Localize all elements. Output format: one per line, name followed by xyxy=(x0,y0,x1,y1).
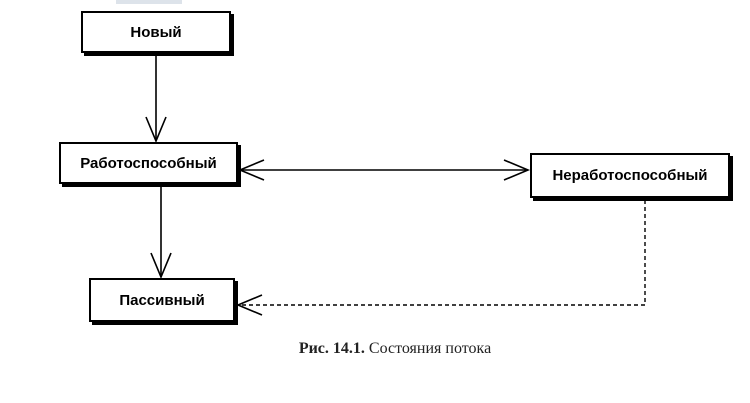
edge-runnable-to-passive xyxy=(150,185,172,280)
figure-number: Рис. 14.1. xyxy=(298,340,365,357)
figure-caption: Рис. 14.1. Состояния потока xyxy=(0,340,750,358)
edge-new-to-runnable xyxy=(145,53,167,144)
state-blocked-label: Неработоспособный xyxy=(552,167,708,184)
state-new-label: Новый xyxy=(130,23,182,41)
state-new: Новый xyxy=(81,11,231,53)
top-edge-strip xyxy=(116,0,182,4)
figure-caption-text: Состояния потока xyxy=(368,340,492,357)
state-blocked: Неработоспособный xyxy=(530,153,730,198)
edge-runnable-blocked xyxy=(237,159,531,181)
state-passive: Пассивный xyxy=(89,278,235,322)
state-runnable: Работоспособный xyxy=(59,142,238,184)
state-passive-label: Пассивный xyxy=(119,291,205,309)
edge-blocked-to-passive xyxy=(235,200,646,316)
state-runnable-label: Работоспособный xyxy=(80,154,217,172)
